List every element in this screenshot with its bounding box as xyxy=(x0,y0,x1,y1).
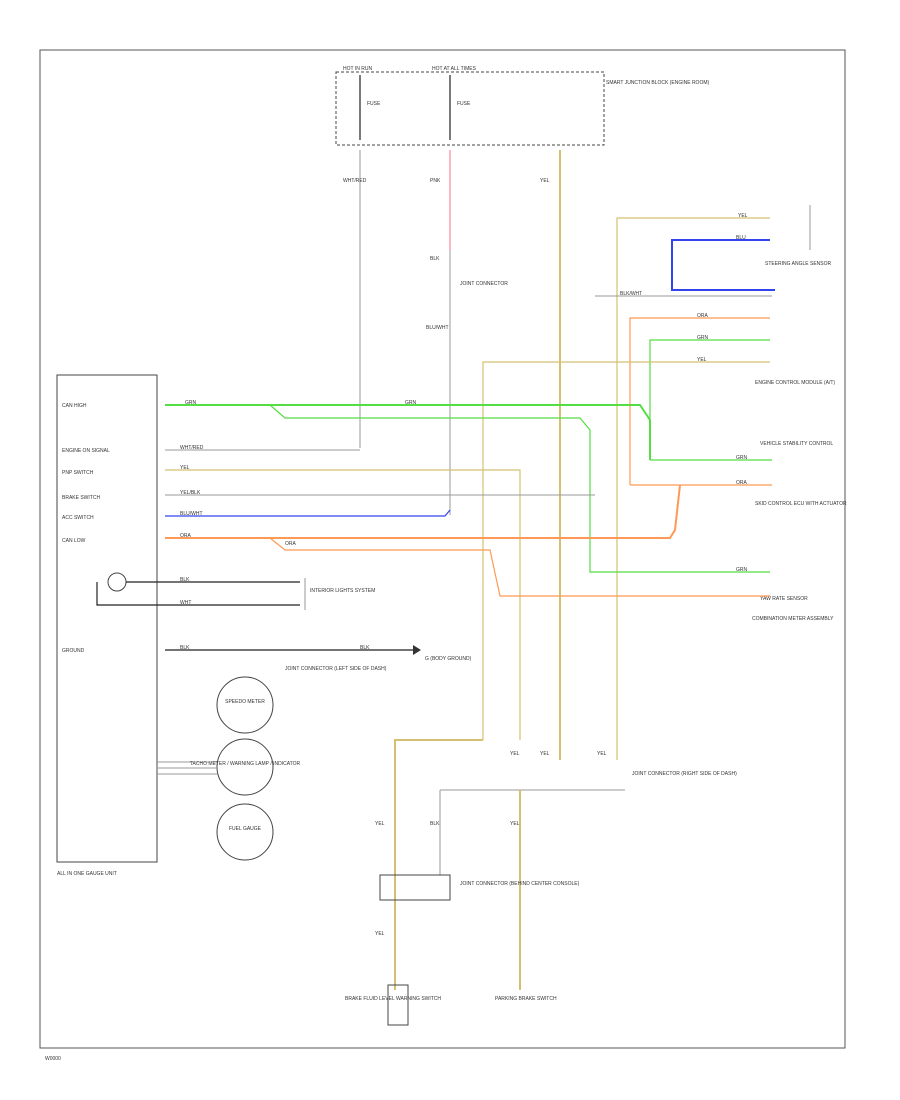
gauge-fuel-label: FUEL GAUGE xyxy=(229,826,262,832)
wire-label-ground-b: BLK xyxy=(360,645,370,651)
wire-yel-left-down xyxy=(394,739,483,990)
page-tag: W0000 xyxy=(45,1056,61,1062)
joint-lower-label: JOINT CONNECTOR (RIGHT SIDE OF DASH) xyxy=(632,771,737,777)
right-connectors: YEL BLU STEERING ANGLE SENSOR BLK/WHT OR… xyxy=(482,205,847,760)
pin-label-7: CAN LOW xyxy=(62,538,86,544)
fuse-b-label: HOT AT ALL TIMES xyxy=(432,66,477,72)
wire-label-blk-b: BLK xyxy=(430,821,440,827)
interior-lights: BLK WHT INTERIOR LIGHTS SYSTEM xyxy=(96,572,375,610)
fuse-a-text: FUSE xyxy=(367,101,381,107)
pin-label-3: PNP SWITCH xyxy=(62,470,94,476)
wire-label-blu-a: BLU xyxy=(736,235,746,241)
connector-top-label: JOINT CONNECTOR xyxy=(460,281,508,287)
wire-ora-branch xyxy=(269,537,770,597)
wire-label-grn-c: GRN xyxy=(185,400,197,406)
sensor-5-label: COMBINATION METER ASSEMBLY xyxy=(752,616,834,622)
diagram-frame xyxy=(39,49,846,1049)
gauge-fuel xyxy=(216,803,274,861)
wire-yel-pnp xyxy=(165,469,521,740)
sensor-2-label: ENGINE CONTROL MODULE (A/T) xyxy=(755,380,835,386)
sensor-3-label: YAW RATE SENSOR xyxy=(760,596,808,602)
wire-yel-right xyxy=(616,217,770,760)
ground-wiring: BLK BLK JOINT CONNECTOR (LEFT SIDE OF DA… xyxy=(165,645,472,672)
bottom-mid-label: PARKING BRAKE SWITCH xyxy=(495,996,557,1002)
wire-label-ground-a: BLK xyxy=(180,645,190,651)
pin-label-5: ACC SWITCH xyxy=(62,515,94,521)
wire-label-yel-c: YEL xyxy=(697,357,707,363)
ground-conn-label: JOINT CONNECTOR (LEFT SIDE OF DASH) xyxy=(285,666,387,672)
wire-label-grn-d: GRN xyxy=(405,400,417,406)
wire-label-yel-e: YEL xyxy=(510,751,520,757)
wire-ora-can-low xyxy=(165,484,681,539)
fuse-box: HOT IN RUN HOT AT ALL TIMES FUSE FUSE SM… xyxy=(335,66,709,146)
wire-label-bluwht-b: BLU/WHT xyxy=(180,511,203,517)
pin-label-1: CAN HIGH xyxy=(62,403,87,409)
wire-label-whtred-b: WHT/RED xyxy=(180,445,204,451)
wire-blu-acc xyxy=(165,509,451,517)
ground-arrow-icon xyxy=(413,645,421,655)
gauge-tacho-label: TACHO METER / WARNING LAMP / INDICATOR xyxy=(190,761,301,767)
wire-label-yel-b: YEL xyxy=(738,213,748,219)
wire-label-pnk: PNK xyxy=(430,178,441,184)
fuse-box-label: SMART JUNCTION BLOCK (ENGINE ROOM) xyxy=(606,80,709,86)
sensor-1-label: STEERING ANGLE SENSOR xyxy=(765,261,832,267)
wire-label-grn-a: GRN xyxy=(697,335,709,341)
wire-label-whtred: WHT/RED xyxy=(343,178,367,184)
fuse-b-text: FUSE xyxy=(457,101,471,107)
wire-ora-right xyxy=(629,317,770,485)
wire-label-ora-c: ORA xyxy=(180,533,192,539)
wire-label-yel-f: YEL xyxy=(540,751,550,757)
wire-label-yel-i: YEL xyxy=(375,821,385,827)
module-name: ALL IN ONE GAUGE UNIT xyxy=(57,871,117,877)
wire-label-ora-a: ORA xyxy=(697,313,709,319)
wire-label-yel-h: YEL xyxy=(510,821,520,827)
bottom-left-label: BRAKE FLUID LEVEL WARNING SWITCH xyxy=(345,996,441,1002)
joint-bottom-label: JOINT CONNECTOR (BEHIND CENTER CONSOLE) xyxy=(460,881,580,887)
fuse-box-outline xyxy=(335,71,605,146)
wire-label-grn-e: GRN xyxy=(736,567,748,573)
sensor-6-label: VEHICLE STABILITY CONTROL xyxy=(760,441,833,447)
wire-label-yel-j: YEL xyxy=(375,931,385,937)
bottom-left-switch xyxy=(387,984,409,1026)
wire-label-grn-b: GRN xyxy=(736,455,748,461)
gauge-tacho xyxy=(216,738,274,796)
module-outline xyxy=(56,374,158,863)
lamp-icon xyxy=(107,572,127,592)
pin-label-2: ENGINE ON SIGNAL xyxy=(62,448,110,454)
wire-label-ora-b: ORA xyxy=(736,480,748,486)
ground-ref-label: G (BODY GROUND) xyxy=(425,656,472,662)
wire-label-blkwht: BLK/WHT xyxy=(620,291,642,297)
wire-label-yel-a: YEL xyxy=(540,178,550,184)
fuse-a-label: HOT IN RUN xyxy=(343,66,372,72)
wire-label-lamp-a: BLK xyxy=(180,577,190,583)
wire-label-yel-d: YEL xyxy=(180,465,190,471)
wire-label-ora-d: ORA xyxy=(285,541,297,547)
interior-label: INTERIOR LIGHTS SYSTEM xyxy=(310,588,375,594)
wire-grn-right xyxy=(649,339,770,460)
wire-label-blk-a: BLK xyxy=(430,256,440,262)
wire-label-yelblk: YEL/BLK xyxy=(180,490,201,496)
wire-grn-can-high xyxy=(165,404,651,460)
wire-yel-long xyxy=(482,361,770,740)
gauge-module: ALL IN ONE GAUGE UNIT CAN HIGH ENGINE ON… xyxy=(56,374,301,877)
pin-label-10: GROUND xyxy=(62,648,85,654)
pin-label-4: BRAKE SWITCH xyxy=(62,495,100,501)
sensor-4-label: SKID CONTROL ECU WITH ACTUATOR xyxy=(755,501,847,507)
gauge-speedo xyxy=(216,676,274,734)
wire-label-bluwht: BLU/WHT xyxy=(426,325,449,331)
wire-blu-loop xyxy=(671,239,775,291)
joint-bottom-box xyxy=(379,874,451,901)
wire-label-lamp-b: WHT xyxy=(180,600,191,606)
wire-label-yel-g: YEL xyxy=(597,751,607,757)
wire-grn-branch xyxy=(269,404,770,573)
wire-lamp-b xyxy=(96,582,300,606)
gauge-speedo-label: SPEEDO METER xyxy=(225,699,265,705)
